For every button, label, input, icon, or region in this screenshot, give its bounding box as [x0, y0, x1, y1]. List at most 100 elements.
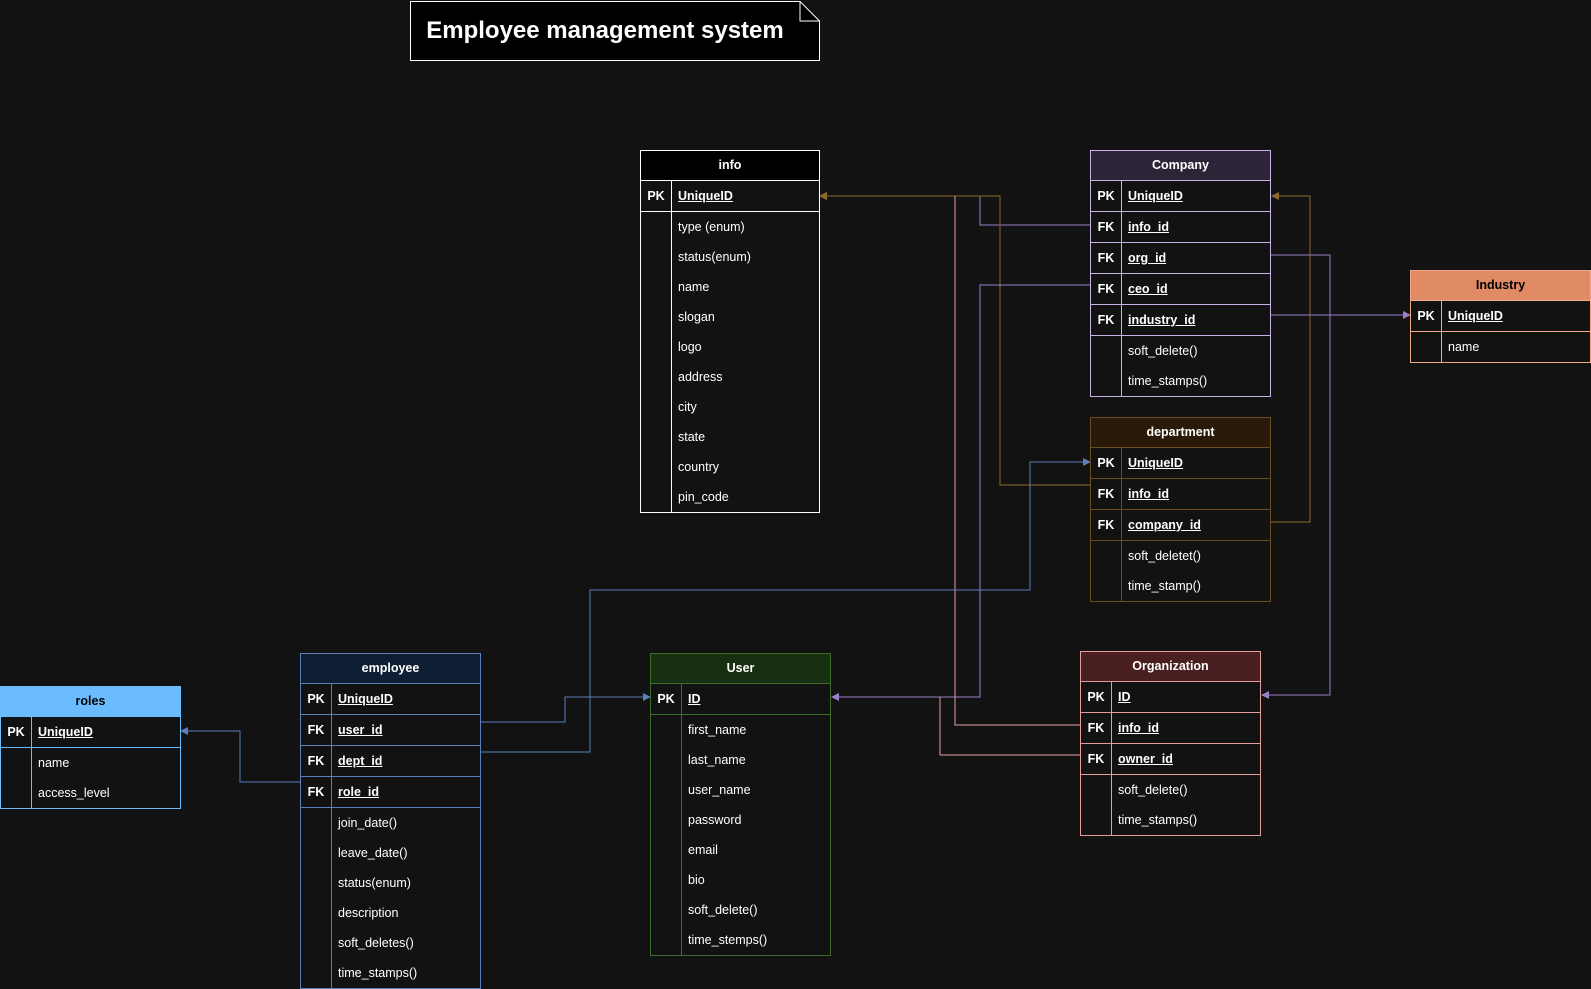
key-type-label: FK [1097, 313, 1115, 327]
key-row-id[interactable]: PK ID [651, 684, 830, 715]
key-type-label: PK [307, 692, 325, 706]
field-row[interactable]: bio [651, 865, 830, 895]
key-row-id[interactable]: PK ID [1081, 682, 1260, 713]
field-row[interactable]: soft_deletet() [1091, 541, 1270, 571]
key-row-uniqueid[interactable]: PK UniqueID [301, 684, 480, 715]
field-name: email [688, 843, 718, 857]
field-row[interactable]: logo [641, 332, 819, 362]
key-field-name: UniqueID [1128, 456, 1183, 470]
field-row[interactable]: user_name [651, 775, 830, 805]
field-row[interactable]: email [651, 835, 830, 865]
connector-company-user [831, 284, 1090, 701]
field-row[interactable]: password [651, 805, 830, 835]
key-type-label: PK [1097, 189, 1115, 203]
entity-roles-title: roles [1, 687, 180, 717]
key-field-name: role_id [338, 785, 379, 799]
key-type-label: FK [307, 785, 325, 799]
connector-employee-user [480, 693, 651, 723]
field-row[interactable]: state [641, 422, 819, 452]
field-row[interactable]: address [641, 362, 819, 392]
field-row[interactable]: soft_delete() [1081, 775, 1260, 805]
field-row[interactable]: access_level [1, 778, 180, 808]
field-row[interactable]: leave_date() [301, 838, 480, 868]
field-row[interactable]: type (enum) [641, 212, 819, 242]
field-row[interactable]: join_date() [301, 808, 480, 838]
column-divider [671, 181, 672, 512]
field-row[interactable]: time_stamps() [1081, 805, 1260, 835]
key-field-name: UniqueID [1448, 309, 1503, 323]
connector-employee-roles [180, 727, 300, 783]
entity-user-title: User [651, 654, 830, 684]
field-name: name [1448, 340, 1480, 354]
field-row[interactable]: time_stemps() [651, 925, 830, 955]
connector-organization-info [954, 196, 1080, 726]
key-type-label: FK [1097, 518, 1115, 532]
key-type-label: FK [307, 723, 325, 737]
field-name: state [678, 430, 706, 444]
connector-company-organization [1261, 254, 1331, 699]
field-row[interactable]: name [641, 272, 819, 302]
key-type-label: PK [1087, 690, 1105, 704]
field-row[interactable]: name [1411, 332, 1590, 362]
field-row[interactable]: slogan [641, 302, 819, 332]
field-row[interactable]: time_stamp() [1091, 571, 1270, 601]
note-shape [410, 1, 820, 61]
field-row[interactable]: status(enum) [301, 868, 480, 898]
key-row-uniqueid[interactable]: PK UniqueID [1411, 301, 1590, 332]
field-row[interactable]: last_name [651, 745, 830, 775]
column-divider [331, 684, 332, 988]
field-name: first_name [688, 723, 747, 737]
field-row[interactable]: soft_delete() [651, 895, 830, 925]
key-row-role-id[interactable]: FK role_id [301, 777, 480, 808]
field-name: status(enum) [678, 250, 751, 264]
field-name: leave_date() [338, 846, 408, 860]
field-name: soft_deletet() [1128, 549, 1201, 563]
key-type-label: FK [307, 754, 325, 768]
key-field-name: info_id [1128, 220, 1169, 234]
field-row[interactable]: pin_code [641, 482, 819, 512]
field-row[interactable]: description [301, 898, 480, 928]
key-field-name: UniqueID [338, 692, 393, 706]
key-field-name: UniqueID [678, 189, 733, 203]
key-field-name: ID [1118, 690, 1131, 704]
field-row[interactable]: country [641, 452, 819, 482]
field-row[interactable]: time_stamps() [301, 958, 480, 988]
key-row-industry-id[interactable]: FK industry_id [1091, 305, 1270, 336]
field-row[interactable]: soft_delete() [1091, 336, 1270, 366]
key-field-name: industry_id [1128, 313, 1196, 327]
key-type-label: PK [1417, 309, 1435, 323]
key-type-label: PK [657, 692, 675, 706]
field-name: soft_delete() [1118, 783, 1188, 797]
key-field-name: ceo_id [1128, 282, 1168, 296]
entity-info-title: info [641, 151, 819, 181]
field-row[interactable]: time_stamps() [1091, 366, 1270, 396]
field-row[interactable]: name [1, 748, 180, 778]
field-row[interactable]: soft_deletes() [301, 928, 480, 958]
column-divider [1111, 682, 1112, 835]
field-row[interactable]: status(enum) [641, 242, 819, 272]
field-row[interactable]: city [641, 392, 819, 422]
key-field-name: ID [688, 692, 701, 706]
field-row[interactable]: first_name [651, 715, 830, 745]
